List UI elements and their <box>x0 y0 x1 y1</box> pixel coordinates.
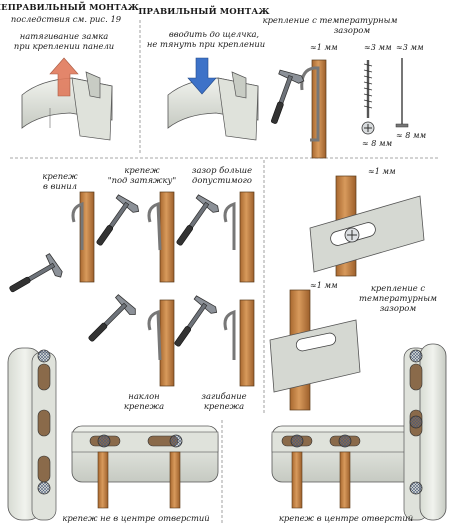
screw-icon <box>361 60 375 135</box>
incorrect-subtitle: последствия см. рис. 19 <box>10 14 122 24</box>
bend-line-2: крепежа <box>203 401 245 411</box>
lock-note-line-2: при креплении панели <box>13 41 115 51</box>
incorrect-title: НЕПРАВИЛЬНЫЙ МОНТАЖ <box>0 3 139 13</box>
fastener-vinyl-line-1: крепеж <box>42 171 78 181</box>
off-center-caption: крепеж не в центре отверстий <box>62 513 210 523</box>
panel-centered-right <box>271 343 447 521</box>
gap-3mm-label-b: ≈3 мм <box>396 43 424 52</box>
click-note-line-1: вводить до щелчка, <box>168 29 260 39</box>
thermal-gap-line-2: зазором <box>333 25 371 35</box>
lock-note-line-1: натягивание замка <box>19 31 109 41</box>
gap-1mm-label: ≈1 мм <box>310 43 338 52</box>
centered-caption: крепеж в центре отверстий <box>278 513 414 523</box>
gap-8mm-label-b: ≈ 8 мм <box>396 131 427 140</box>
panel-lock-pull-wrong <box>21 57 113 141</box>
gap-3mm-label-a: ≈3 мм <box>364 43 392 52</box>
thermal-gap-line-1: крепление с температурным <box>262 15 398 25</box>
panel-offcenter-wrong <box>7 347 219 521</box>
tilt-line-1: наклон <box>128 391 160 401</box>
correct-title: ПРАВИЛЬНЫЙ МОНТАЖ <box>138 7 270 17</box>
fastener-vinyl-line-2: в винил <box>42 181 78 191</box>
gap-exceeded-line-2: допустимого <box>192 175 252 185</box>
panel-lock-click-right <box>167 57 259 141</box>
nail-icon <box>395 58 409 128</box>
thermal-b-line-1: крепление с <box>370 283 426 293</box>
thermal-gap-nail <box>261 59 327 159</box>
fastener-tight-line-1: крепеж <box>124 165 160 175</box>
thermal-gap-horizontal <box>309 175 425 277</box>
thermal-b-line-3: зазором <box>379 303 417 313</box>
arrow-pull-up-icon <box>49 57 79 97</box>
thermal-b-line-2: температурным <box>359 293 437 303</box>
gap-exceeded-line-1: зазор больше <box>191 165 253 175</box>
gap-1mm-label-c: ≈1 мм <box>310 281 338 290</box>
arrow-push-down-icon <box>187 57 217 95</box>
gap-1mm-label-b: ≈1 мм <box>368 167 396 176</box>
gap-8mm-label-a: ≈ 8 мм <box>362 139 393 148</box>
bend-line-1: загибание <box>201 391 247 401</box>
fastener-tight-line-2: "под затяжку" <box>107 175 177 185</box>
thermal-gap-lower <box>269 289 361 411</box>
tilt-line-2: крепежа <box>123 401 165 411</box>
wrong-fastening-grid <box>4 191 255 387</box>
section-dividers <box>10 20 440 525</box>
click-note-line-2: не тянуть при креплении <box>146 39 266 49</box>
